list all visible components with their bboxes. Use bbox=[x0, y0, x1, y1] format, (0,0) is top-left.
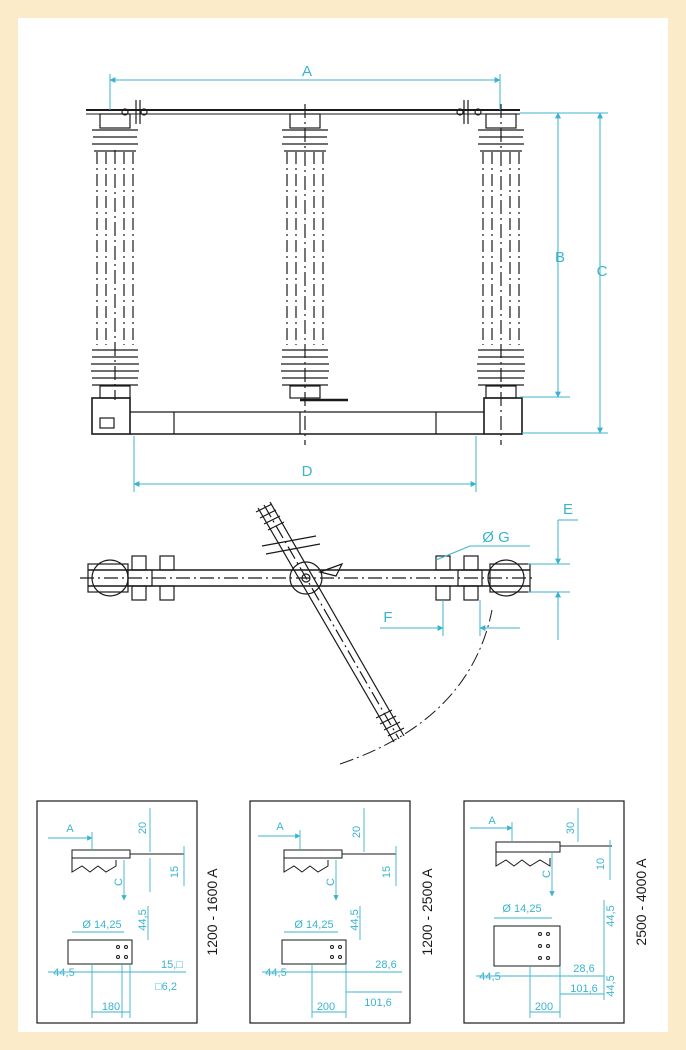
dim-e-label: E bbox=[563, 501, 573, 518]
insulator-right bbox=[477, 104, 525, 445]
detail-panel-2: 1200 - 2500 A A 20 15 C Ø 14,25 44,5 44,… bbox=[249, 800, 435, 1024]
detail-3-side-gap: 10 bbox=[595, 858, 607, 870]
detail-3-hole-vertical: 44,5 bbox=[605, 905, 617, 926]
detail-2-side-gap: 15 bbox=[381, 866, 393, 878]
detail-3-top-gap: 30 bbox=[565, 822, 577, 834]
detail-2-width: 200 bbox=[317, 1001, 335, 1013]
detail-2-a: A bbox=[276, 821, 284, 833]
detail-2-top-gap: 20 bbox=[351, 826, 363, 838]
detail-1-rating: 1200 - 1600 A bbox=[204, 868, 220, 956]
detail-3-width: 200 bbox=[535, 1001, 553, 1013]
detail-1-square-note: □6,2 bbox=[155, 981, 177, 993]
detail-1-c: C bbox=[113, 878, 125, 886]
detail-panel-3: 2500 - 4000 A A 30 10 C Ø 14,25 44,5 44,… bbox=[463, 800, 649, 1024]
detail-3-hole-vertical-2: 44,5 bbox=[605, 975, 617, 996]
detail-2-right-note: 28,6 bbox=[375, 959, 396, 971]
dim-g-label: Ø G bbox=[482, 529, 510, 546]
detail-3-left-offset: 44,5 bbox=[479, 971, 500, 983]
detail-3-hole: Ø 14,25 bbox=[502, 903, 541, 915]
detail-3-right-note: 28,6 bbox=[573, 963, 594, 975]
dim-d-label: D bbox=[302, 463, 313, 480]
top-dimensions bbox=[380, 519, 578, 640]
detail-1-a: A bbox=[66, 823, 74, 835]
dim-f-label: F bbox=[383, 609, 392, 626]
detail-1-width: 180 bbox=[102, 1001, 120, 1013]
detail-panel-1: 1200 - 1600 A A 20 15 C Ø 14,25 44,5 44,… bbox=[36, 800, 220, 1024]
left-terminal bbox=[121, 100, 148, 124]
detail-1-right-note: 15,□ bbox=[161, 959, 183, 971]
insulator-left bbox=[91, 113, 139, 400]
front-dimensions bbox=[109, 74, 608, 492]
top-view bbox=[80, 501, 536, 765]
detail-2-rating: 1200 - 2500 A bbox=[419, 868, 435, 956]
detail-2-hole: Ø 14,25 bbox=[294, 919, 333, 931]
front-view bbox=[86, 100, 525, 445]
open-blade bbox=[255, 501, 405, 743]
detail-3-rating: 2500 - 4000 A bbox=[633, 858, 649, 946]
detail-3-c: C bbox=[541, 870, 553, 878]
dim-c-label: C bbox=[597, 263, 608, 280]
detail-1-hole-vertical: 44,5 bbox=[137, 909, 149, 930]
dim-a-label: A bbox=[302, 63, 312, 80]
insulator-middle bbox=[281, 104, 348, 445]
right-terminal bbox=[456, 100, 482, 124]
detail-2-left-offset: 44,5 bbox=[265, 967, 286, 979]
detail-2-c: C bbox=[325, 878, 337, 886]
dim-b-label: B bbox=[555, 249, 565, 266]
detail-1-hole: Ø 14,25 bbox=[82, 919, 121, 931]
swing-arc bbox=[339, 609, 493, 765]
detail-3-spacing: 101,6 bbox=[570, 983, 598, 995]
detail-1-left-offset: 44,5 bbox=[53, 967, 74, 979]
detail-2-hole-vertical: 44,5 bbox=[349, 909, 361, 930]
detail-2-spacing: 101,6 bbox=[364, 997, 392, 1009]
base-frame bbox=[91, 397, 523, 435]
detail-3-a: A bbox=[488, 815, 496, 827]
detail-1-side-gap: 15 bbox=[169, 866, 181, 878]
detail-1-top-gap: 20 bbox=[137, 822, 149, 834]
